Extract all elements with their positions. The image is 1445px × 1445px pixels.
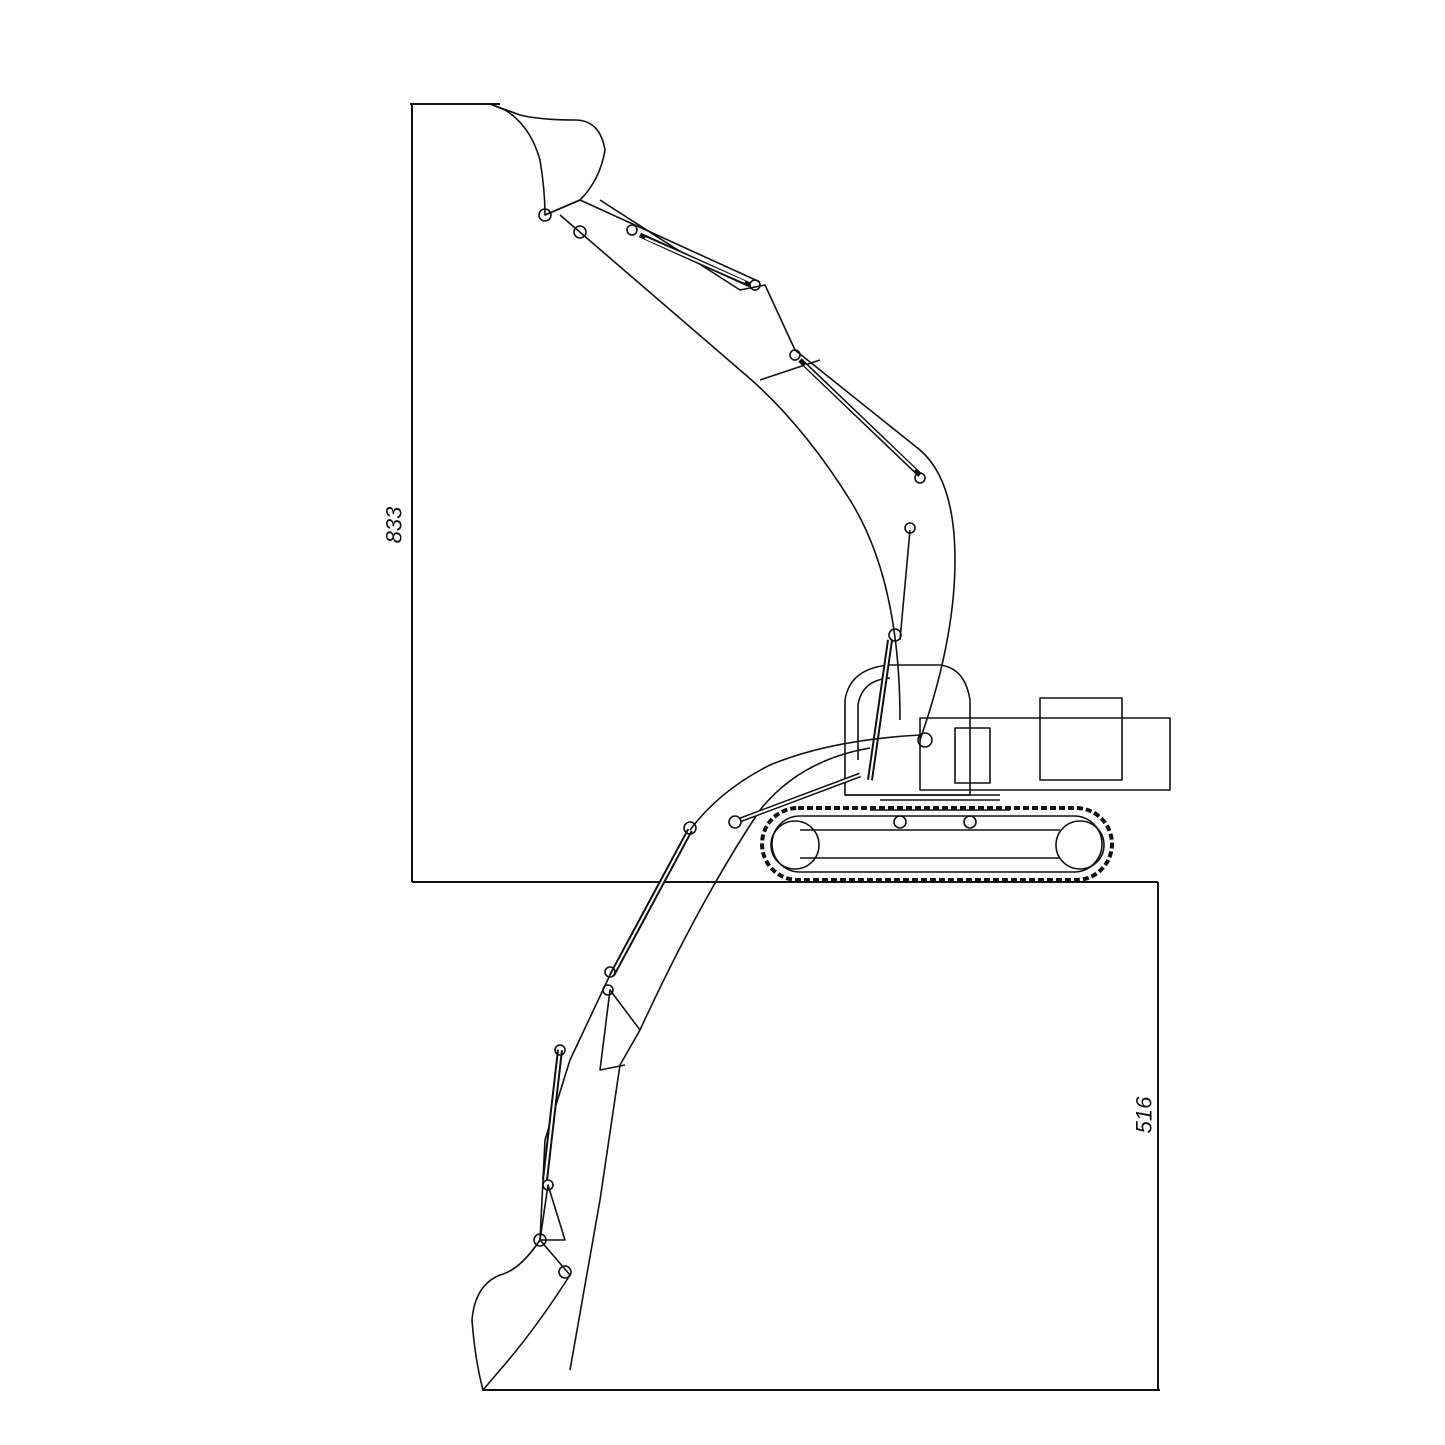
dimension-label-depth: 516 (1131, 1096, 1157, 1134)
raised-boom-arm (538, 199, 956, 781)
dimension-lines (410, 103, 1160, 1391)
lowered-boom-arm (533, 734, 921, 1371)
track-assembly (760, 799, 1114, 882)
lowered-bucket (471, 1239, 571, 1391)
raised-bucket (489, 103, 606, 216)
upper-body (844, 664, 1171, 796)
dimension-label-height: 833 (381, 506, 407, 544)
